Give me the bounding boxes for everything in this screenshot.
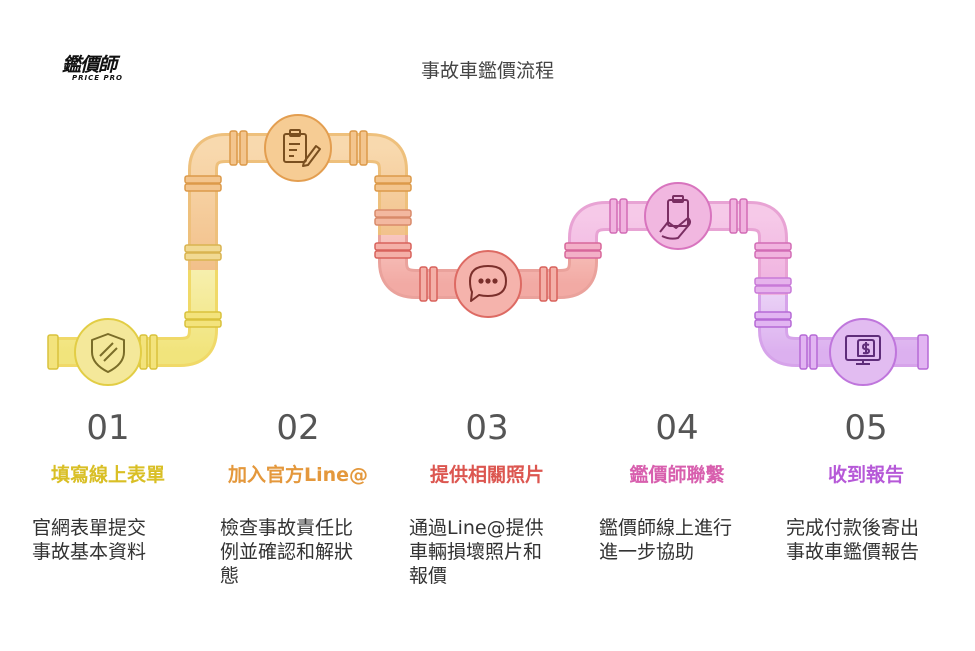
flange: [374, 183, 412, 192]
flange: [564, 242, 602, 251]
flange: [184, 183, 222, 192]
flange: [229, 130, 238, 166]
step-description: 通過Line@提供 車輛損壞照片和 報價: [409, 516, 569, 588]
step-4: 04 鑑價師聯繫 鑑價師線上進行 進一步協助: [587, 408, 767, 563]
desc-line: 態: [220, 565, 240, 587]
step-number: 05: [844, 408, 888, 448]
logo: 鑑價師 PRICE PRO: [62, 50, 138, 86]
flange: [754, 311, 792, 320]
flange: [799, 334, 808, 370]
step-heading: 填寫線上表單: [50, 464, 165, 486]
step-number: 04: [655, 408, 699, 448]
flange: [184, 319, 222, 328]
pipe-flanges: [47, 130, 929, 370]
flange: [184, 311, 222, 320]
flange: [754, 277, 792, 286]
flange: [729, 198, 738, 234]
chat-bubble-icon: [469, 265, 507, 302]
step-number: 01: [86, 408, 130, 448]
desc-line: 檢查事故責任比: [220, 517, 354, 539]
step-description: 官網表單提交 事故基本資料: [32, 516, 192, 564]
desc-line: 進一步協助: [599, 541, 695, 563]
step-description: 完成付款後寄出 事故車鑑價報告: [786, 516, 946, 564]
step-3-node: [454, 250, 522, 318]
desc-line: 車輛損壞照片和: [409, 541, 543, 563]
step-1-node: [74, 318, 142, 386]
flange: [609, 198, 618, 234]
desc-line: 報價: [409, 565, 448, 587]
flange: [184, 244, 222, 253]
pipe-segment-6-fill: [761, 295, 918, 364]
flange: [754, 319, 792, 328]
flange: [754, 285, 792, 294]
step-1: 01 填寫線上表單 官網表單提交 事故基本資料: [18, 408, 198, 563]
flange: [359, 130, 368, 166]
desc-line: 官網表單提交: [32, 517, 147, 539]
step-heading: 鑑價師聯繫: [629, 464, 725, 486]
flange: [149, 334, 158, 370]
flange: [349, 130, 358, 166]
flange: [549, 266, 558, 302]
desc-line: 通過Line@提供: [409, 517, 544, 539]
step-heading: 提供相關照片: [429, 464, 544, 486]
step-heading: 收到報告: [827, 464, 904, 486]
flange: [564, 250, 602, 259]
flange: [374, 242, 412, 251]
logo-main-text: 鑑價師: [62, 54, 117, 76]
step-heading: 加入官方Line@: [227, 464, 369, 486]
flange: [539, 266, 548, 302]
step-description: 檢查事故責任比 例並確認和解狀 態: [220, 516, 380, 588]
step-3: 03 提供相關照片 通過Line@提供 車輛損壞照片和 報價: [397, 408, 577, 587]
flange: [239, 130, 248, 166]
step-number: 03: [465, 408, 509, 448]
pipe-segment-1-fill: [55, 265, 215, 364]
flange: [619, 198, 628, 234]
pipe-segment-2-fill: [191, 136, 300, 270]
desc-line: 例並確認和解狀: [220, 541, 354, 563]
step-2: 02 加入官方Line@ 檢查事故責任比 例並確認和解狀 態: [208, 408, 388, 587]
clipboard-edit-icon: [283, 129, 321, 167]
page-title: 事故車鑑價流程: [420, 60, 554, 82]
step-description: 鑑價師線上進行 進一步協助: [599, 516, 759, 564]
step-4-node: [644, 182, 712, 250]
flange: [754, 242, 792, 251]
flange: [754, 250, 792, 259]
pipe-segment-3-fill: [300, 136, 405, 240]
flange: [184, 252, 222, 261]
logo-sub-text: PRICE PRO: [72, 74, 123, 82]
flange: [374, 217, 412, 226]
desc-line: 事故基本資料: [32, 541, 147, 563]
shield-icon: [91, 333, 125, 373]
flange: [374, 175, 412, 184]
flange: [429, 266, 438, 302]
flange: [809, 334, 818, 370]
flange: [47, 334, 59, 370]
step-2-node: [264, 114, 332, 182]
desc-line: 事故車鑑價報告: [786, 541, 920, 563]
desc-line: 鑑價師線上進行: [599, 517, 733, 539]
flange: [374, 209, 412, 218]
flange: [374, 250, 412, 259]
flange: [739, 198, 748, 234]
flange: [184, 175, 222, 184]
hand-clipboard-icon: [659, 195, 691, 240]
step-5: 05 收到報告 完成付款後寄出 事故車鑑價報告: [776, 408, 956, 563]
step-number: 02: [276, 408, 320, 448]
invoice-screen-icon: [845, 335, 881, 365]
flange: [917, 334, 929, 370]
desc-line: 完成付款後寄出: [786, 517, 920, 539]
flange: [419, 266, 428, 302]
step-5-node: [829, 318, 897, 386]
